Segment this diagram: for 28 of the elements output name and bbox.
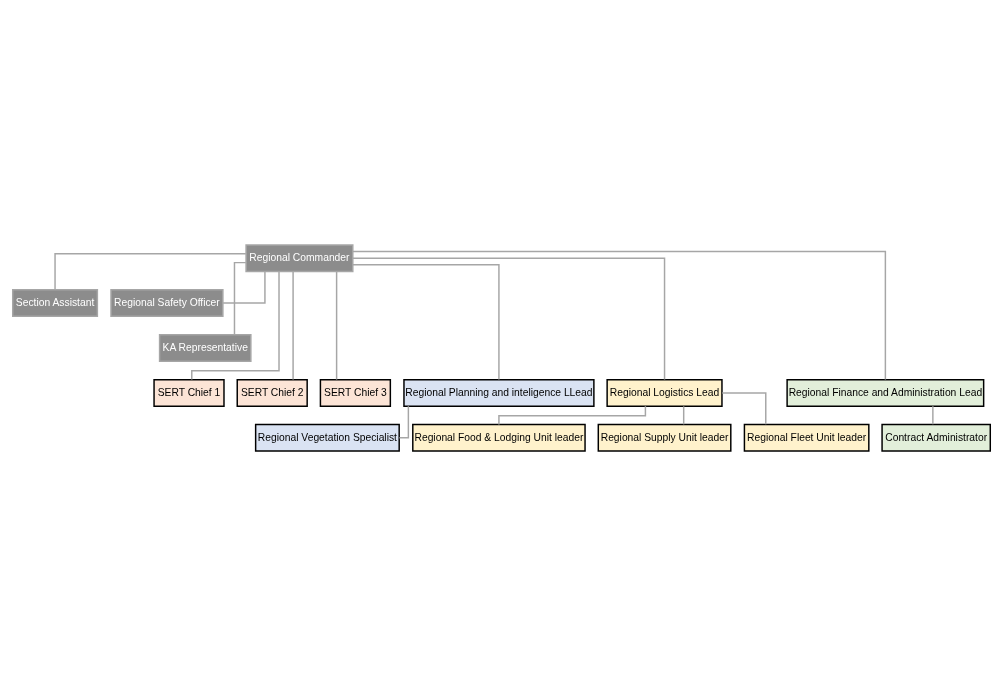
connector [233,261,247,336]
node-box: Regional Fleet Unit leader [743,423,870,452]
node-box: Regional Commander [245,244,354,273]
node-box: SERT Chief 2 [236,378,308,407]
connector [292,270,294,381]
connector [498,405,647,426]
connector [352,257,666,381]
node-box: Regional Safety Officer [110,289,224,318]
node-box: SERT Chief 1 [153,378,225,407]
node-box: Regional Logistics Lead [606,378,723,407]
node-box: KA Representative [158,334,252,362]
connector [398,405,410,439]
connector [721,392,767,426]
node-box: Contract Administrator [881,423,991,452]
connector [352,250,887,381]
node-box: Regional Supply Unit leader [597,423,732,452]
connector [222,270,266,304]
node-box: Regional Vegetation Specialist [254,423,400,452]
node-box: Regional Food & Lodging Unit leader [412,423,586,452]
connector [191,270,280,381]
connector [352,264,500,381]
connector [335,270,338,381]
connector [54,253,247,291]
node-box: SERT Chief 3 [319,378,392,407]
connector [932,405,934,426]
node-box: Section Assistant [12,289,99,318]
node-box: Regional Finance and Administration Lead [786,378,985,407]
node-box: Regional Planning and inteligence LLead [403,378,595,407]
